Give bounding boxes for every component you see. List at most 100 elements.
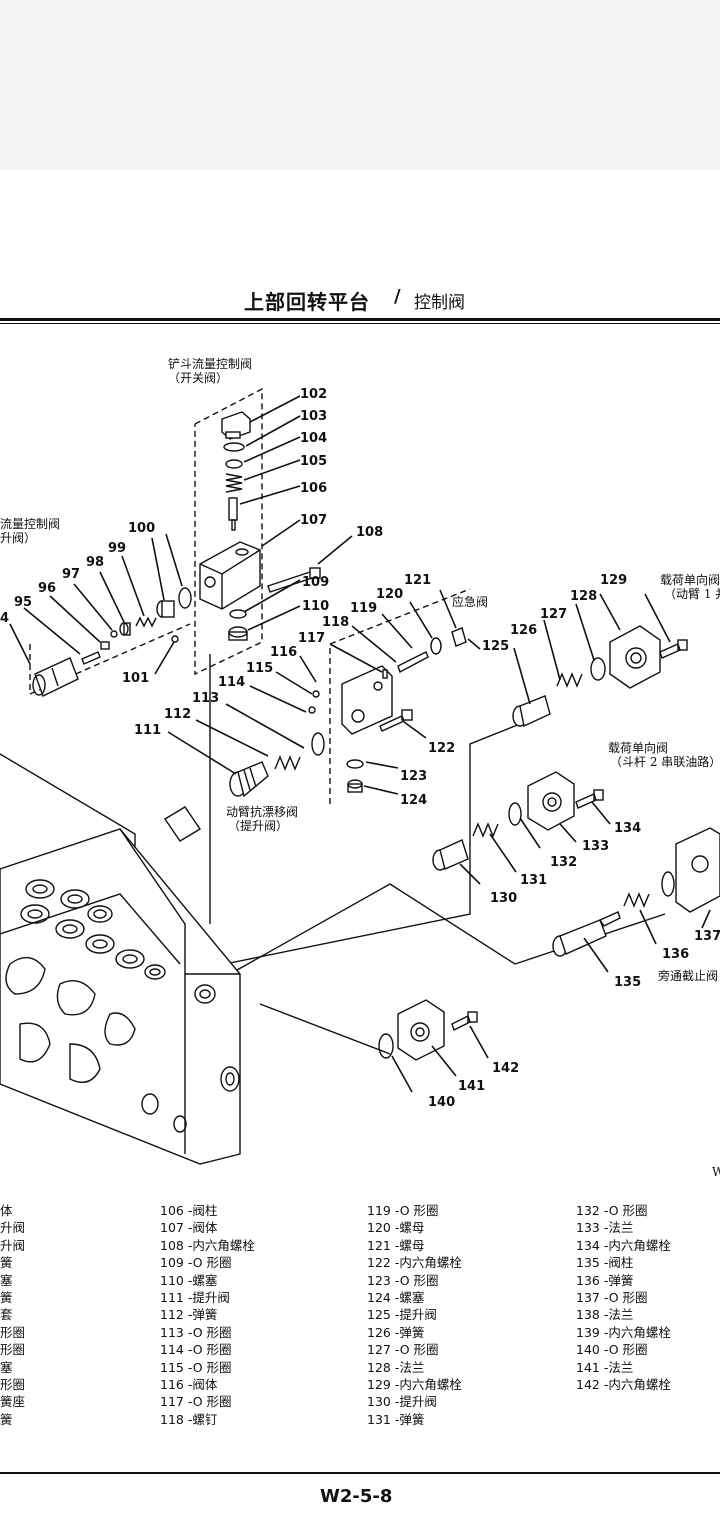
part-99-spring	[135, 616, 157, 628]
callout-116: 116	[270, 645, 297, 660]
part-114-oring	[308, 706, 316, 714]
page-title: 上部回转平台	[244, 290, 370, 314]
callout-102: 102	[300, 387, 327, 402]
callout-137: 137	[694, 929, 720, 944]
legend-item: 131 -弹簧	[367, 1411, 425, 1427]
part-113-oring	[311, 732, 325, 756]
legend-column-3: 119 -O 形圈 120 -螺母 121 -螺母 122 -内六角螺栓 123…	[367, 1202, 462, 1428]
callout-130: 130	[490, 891, 517, 906]
connector-line-3	[224, 723, 521, 965]
callout-4: 4	[0, 611, 9, 626]
main-valve-block	[0, 828, 241, 1165]
part-103-oring	[223, 442, 245, 452]
legend-item: 117 -O 形圈	[160, 1394, 232, 1410]
legend-item: 126 -弹簧	[367, 1324, 425, 1340]
small-cover-plate	[164, 806, 201, 842]
part-95-pin	[81, 651, 101, 665]
legend-item: 114 -O 形圈	[160, 1342, 232, 1358]
part-100-sleeve	[156, 600, 175, 618]
callout-121: 121	[404, 573, 431, 588]
callout-100: 100	[128, 521, 155, 536]
callout-106: 106	[300, 481, 327, 496]
legend-item: 簧	[0, 1289, 13, 1305]
header-rule-thin	[0, 323, 720, 324]
part-137-flange	[675, 827, 720, 913]
callout-104: 104	[300, 431, 327, 446]
legend-item: 129 -内六角螺栓	[367, 1376, 462, 1392]
legend-item: 128 -法兰	[367, 1359, 425, 1375]
part-135-spool	[552, 911, 621, 957]
caption-bucket-flow-1: 铲斗流量控制阀	[168, 356, 252, 371]
callout-125: 125	[482, 639, 509, 654]
legend-item: 136 -弹簧	[576, 1272, 634, 1288]
caption-load-check-1-b: （动臂 1 并	[664, 587, 720, 601]
legend-item: 109 -O 形圈	[160, 1255, 232, 1271]
part-142-bolt	[451, 1011, 478, 1031]
part-140-oring	[378, 1033, 394, 1059]
parts-legend: 体 升阀 升阀 簧 塞 簧 套 形圈 形圈 塞 形圈 簧座 簧 106 -阀柱 …	[0, 1202, 720, 1442]
part-117-oring	[382, 669, 388, 679]
callout-97: 97	[62, 567, 80, 582]
page-code: W2-5-8	[320, 1486, 393, 1507]
callout-141: 141	[458, 1079, 485, 1094]
caption-load-check-2-b: （斗杆 2 串联油路）	[610, 754, 720, 769]
part-122-bolt	[379, 709, 413, 732]
callout-96: 96	[38, 581, 56, 596]
legend-item: 113 -O 形圈	[160, 1324, 232, 1340]
legend-item: 132 -O 形圈	[576, 1203, 648, 1218]
caption-boom-anti-drift-1: 动臂抗漂移阀	[226, 804, 298, 819]
legend-item: 升阀	[0, 1220, 26, 1236]
legend-item: 130 -提升阀	[367, 1394, 437, 1410]
legend-item: 124 -螺塞	[367, 1289, 425, 1305]
callout-140: 140	[428, 1095, 455, 1110]
callout-129: 129	[600, 573, 627, 588]
page-subtitle: 控制阀	[414, 293, 465, 313]
callout-135: 135	[614, 975, 641, 990]
callout-95: 95	[14, 595, 32, 610]
part-101-oring	[171, 635, 179, 643]
legend-item: 139 -内六角螺栓	[576, 1324, 671, 1340]
part-128-oring	[590, 657, 606, 681]
callout-142: 142	[492, 1061, 519, 1076]
part-134-bolt	[575, 789, 604, 809]
part-136-spring	[623, 892, 650, 908]
caption-emergency: 应急阀	[452, 594, 488, 609]
part-120-nut	[430, 637, 442, 655]
part-107-valve-body	[199, 541, 261, 610]
footer-rule	[0, 1472, 720, 1474]
caption-left-flow-1: 流量控制阀	[0, 517, 60, 531]
legend-item: 簧	[0, 1255, 13, 1271]
legend-item: 形圈	[0, 1342, 26, 1358]
part-111-poppet	[229, 761, 269, 798]
left-valve-dashed-box	[29, 623, 191, 696]
legend-column-1: 体 升阀 升阀 簧 塞 簧 套 形圈 形圈 塞 形圈 簧座 簧	[0, 1202, 25, 1428]
legend-item: 135 -阀柱	[576, 1255, 634, 1271]
part-132-oring	[508, 802, 522, 826]
legend-item: 111 -提升阀	[160, 1289, 230, 1305]
legend-item: 134 -内六角螺栓	[576, 1237, 671, 1253]
callout-119: 119	[350, 601, 377, 616]
legend-item: 塞	[0, 1272, 13, 1288]
callout-128: 128	[570, 589, 597, 604]
legend-item: 127 -O 形圈	[367, 1342, 439, 1358]
callout-111: 111	[134, 723, 161, 738]
callout-113: 113	[192, 691, 219, 706]
part-100-oring	[178, 587, 192, 609]
legend-item: 118 -螺钉	[160, 1411, 218, 1427]
callout-99: 99	[108, 541, 126, 556]
legend-item: 121 -螺母	[367, 1237, 425, 1253]
part-104-washer	[225, 459, 243, 469]
legend-item: 形圈	[0, 1376, 26, 1392]
callout-122: 122	[428, 741, 455, 756]
callout-110: 110	[302, 599, 329, 614]
part-4-spool	[32, 657, 79, 697]
legend-item: 形圈	[0, 1324, 26, 1340]
legend-item: 123 -O 形圈	[367, 1272, 439, 1288]
part-102-plug	[221, 411, 251, 440]
legend-item: 体	[0, 1203, 13, 1218]
callout-131: 131	[520, 873, 547, 888]
callout-132: 132	[550, 855, 577, 870]
header-rule	[0, 318, 720, 321]
legend-item: 133 -法兰	[576, 1220, 634, 1236]
caption-load-check-1-a: 载荷单向阀	[660, 572, 720, 587]
